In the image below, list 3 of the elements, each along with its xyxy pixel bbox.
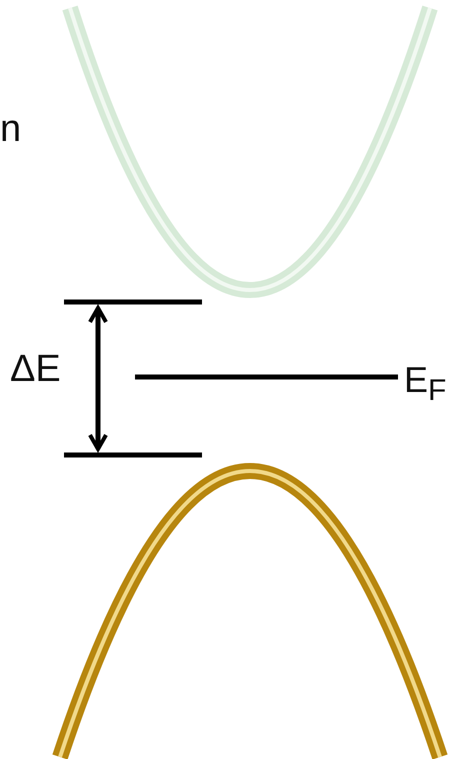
text-fragment: n [0,110,22,148]
fermi-level-label: E$_{F}$ [404,362,446,406]
energy-gap-label: ΔE [10,350,61,388]
